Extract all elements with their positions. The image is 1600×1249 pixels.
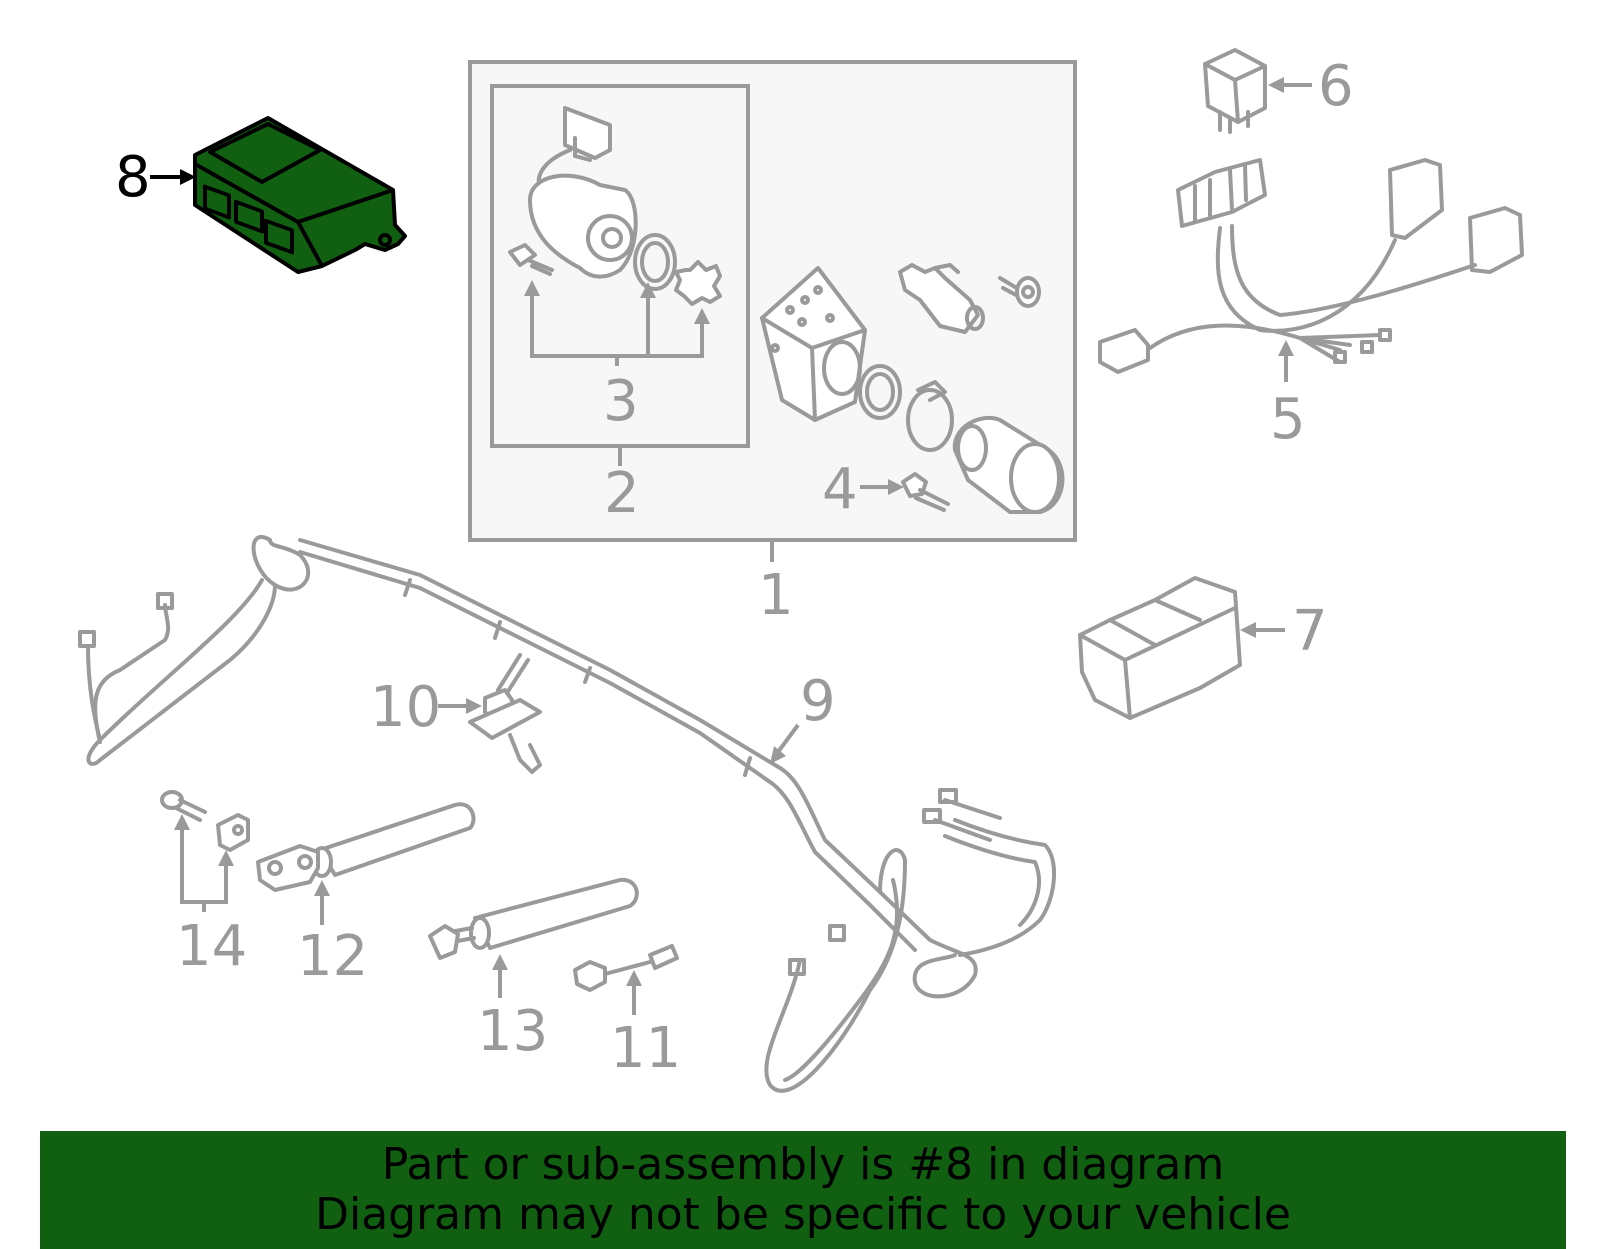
svg-text:4: 4 xyxy=(822,457,858,522)
info-banner: Part or sub-assembly is #8 in diagram Di… xyxy=(40,1131,1566,1249)
callout-2[interactable]: 2 xyxy=(604,461,640,526)
part-3-screw[interactable] xyxy=(508,243,554,276)
part-1-bolt[interactable] xyxy=(998,276,1041,308)
callout-11[interactable]: 11 xyxy=(610,970,681,1081)
callout-10[interactable]: 10 xyxy=(370,675,482,740)
callout-8[interactable]: 8 xyxy=(115,145,196,210)
banner-line-1: Part or sub-assembly is #8 in diagram xyxy=(381,1139,1225,1190)
part-1-sensor[interactable] xyxy=(898,263,985,334)
part-3-gear[interactable] xyxy=(674,260,722,306)
part-11-sensor-lead[interactable] xyxy=(573,944,679,992)
svg-text:9: 9 xyxy=(800,669,836,734)
svg-text:12: 12 xyxy=(297,924,368,989)
callout-4[interactable]: 4 xyxy=(822,457,904,522)
part-10-bracket[interactable] xyxy=(468,653,542,774)
callout-14[interactable]: 14 xyxy=(174,814,247,979)
svg-text:2: 2 xyxy=(604,461,640,526)
svg-text:3: 3 xyxy=(603,369,639,434)
callout-6[interactable]: 6 xyxy=(1268,54,1354,119)
svg-text:11: 11 xyxy=(610,1016,681,1081)
part-6-relay[interactable] xyxy=(1203,48,1267,134)
part-1-clamp[interactable] xyxy=(906,380,954,452)
part-12-strut[interactable] xyxy=(256,802,476,892)
callout-1[interactable]: 1 xyxy=(758,563,794,628)
callout-12[interactable]: 12 xyxy=(297,880,368,989)
part-1-seal[interactable] xyxy=(858,364,902,420)
part-9-harness[interactable] xyxy=(78,535,1057,1093)
callout-13[interactable]: 13 xyxy=(477,954,548,1064)
part-1-valve-block[interactable] xyxy=(760,266,867,422)
svg-text:8: 8 xyxy=(115,145,151,210)
part-14-fasteners[interactable] xyxy=(160,790,250,852)
callout-3[interactable]: 3 xyxy=(603,369,639,434)
part-13-strut[interactable] xyxy=(428,877,639,960)
part-3-motor[interactable] xyxy=(528,106,638,279)
svg-text:13: 13 xyxy=(477,999,548,1064)
part-3-o-ring[interactable] xyxy=(633,233,677,291)
svg-text:7: 7 xyxy=(1292,599,1328,664)
callout-5[interactable]: 5 xyxy=(1270,340,1306,452)
part-8-control-module[interactable] xyxy=(193,116,407,274)
part-5-harness[interactable] xyxy=(1098,158,1524,374)
callout-7[interactable]: 7 xyxy=(1240,599,1328,664)
callout-9[interactable]: 9 xyxy=(770,669,836,764)
svg-text:6: 6 xyxy=(1318,54,1354,119)
svg-text:14: 14 xyxy=(176,914,247,979)
svg-text:5: 5 xyxy=(1270,387,1306,452)
part-4-bolt[interactable] xyxy=(901,472,950,512)
callout-3-leader xyxy=(524,280,710,366)
part-1-pump-motor[interactable] xyxy=(952,416,1065,514)
banner-line-2: Diagram may not be specific to your vehi… xyxy=(315,1189,1291,1240)
part-7-module[interactable] xyxy=(1078,576,1242,720)
svg-text:10: 10 xyxy=(370,675,441,740)
svg-text:1: 1 xyxy=(758,563,794,628)
